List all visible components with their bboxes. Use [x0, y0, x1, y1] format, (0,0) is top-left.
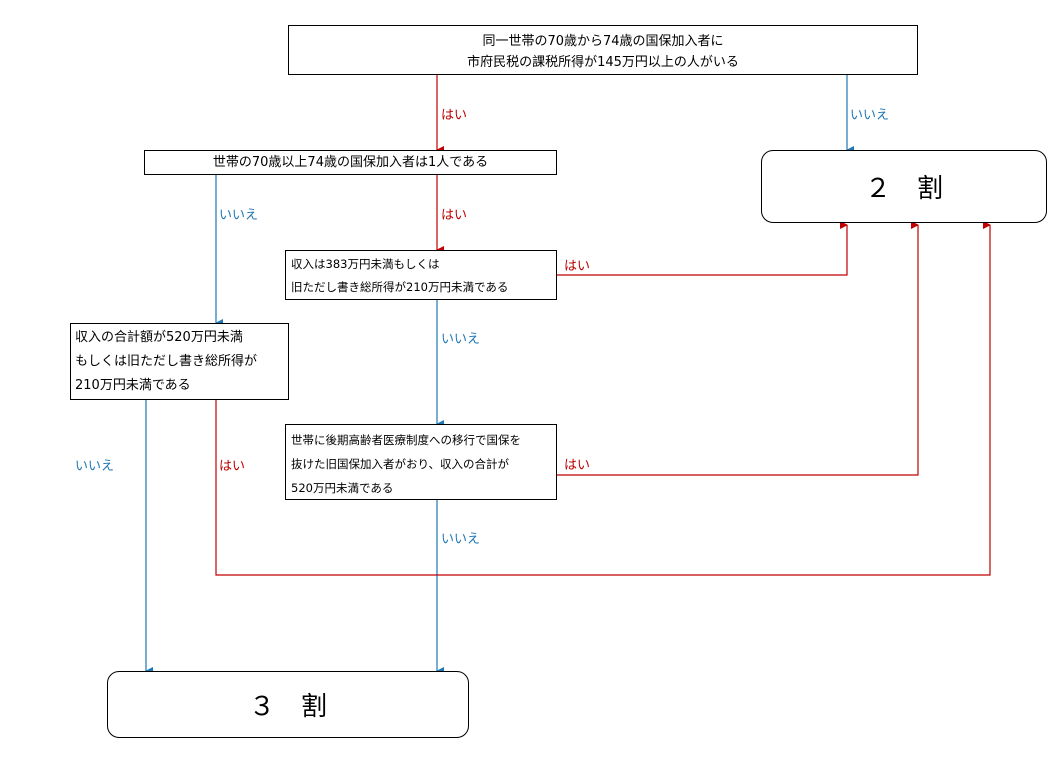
node-q4-line-2: もしくは旧ただし書き総所得が: [75, 354, 258, 369]
label-q1-no: いいえ: [850, 108, 890, 123]
node-q3-line-1: 収入は383万円未満もしくは: [291, 257, 440, 271]
label-q2-yes: はい: [441, 208, 468, 223]
node-q3: 収入は383万円未満もしくは 旧ただし書き総所得が210万円未満である: [285, 250, 557, 300]
node-q4-line-1: 収入の合計額が520万円未満: [75, 330, 243, 345]
node-q5-line-3: 520万円未満である: [291, 481, 394, 495]
node-q2: 世帯の70歳以上74歳の国保加入者は1人である: [144, 150, 557, 175]
label-q3-no: いいえ: [441, 332, 481, 347]
node-q1: 同一世帯の70歳から74歳の国保加入者に 市府民税の課税所得が145万円以上の人…: [288, 25, 918, 75]
node-q5-line-2: 抜けた旧国保加入者がおり、収入の合計が: [291, 457, 510, 471]
result-3-wari-text: ３ 割: [248, 692, 327, 722]
node-q5: 世帯に後期高齢者医療制度への移行で国保を 抜けた旧国保加入者がおり、収入の合計が…: [285, 424, 557, 500]
label-q5-no: いいえ: [441, 532, 481, 547]
node-q5-line-1: 世帯に後期高齢者医療制度への移行で国保を: [291, 433, 521, 447]
arrow-q5-yes: [557, 221, 919, 476]
label-q1-yes: はい: [441, 108, 468, 123]
node-q4: 収入の合計額が520万円未満 もしくは旧ただし書き総所得が 210万円未満である: [70, 323, 289, 400]
arrow-q3-yes: [557, 221, 848, 276]
result-2-wari-text: ２ 割: [864, 174, 943, 204]
label-q4-yes: はい: [219, 459, 246, 474]
node-q1-line-2: 市府民税の課税所得が145万円以上の人がいる: [467, 55, 739, 70]
node-q3-line-2: 旧ただし書き総所得が210万円未満である: [291, 280, 509, 294]
label-q2-no: いいえ: [219, 208, 259, 223]
label-q4-no: いいえ: [75, 459, 115, 474]
result-3-wari: ３ 割: [107, 671, 469, 738]
result-2-wari: ２ 割: [761, 150, 1047, 223]
label-q5-yes: はい: [564, 458, 591, 473]
label-q3-yes: はい: [564, 259, 591, 274]
arrow-q4-yes: [215, 221, 991, 576]
node-q1-line-1: 同一世帯の70歳から74歳の国保加入者に: [482, 34, 724, 49]
node-q2-line-1: 世帯の70歳以上74歳の国保加入者は1人である: [212, 155, 489, 170]
node-q4-line-3: 210万円未満である: [75, 378, 191, 393]
